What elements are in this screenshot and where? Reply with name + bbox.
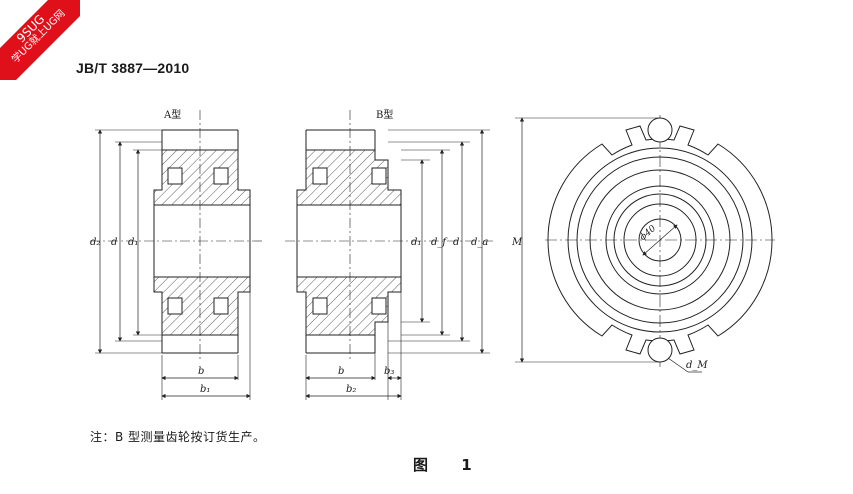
type-b-view: B型 — [285, 108, 495, 400]
figure-caption: 图 1 — [413, 456, 486, 474]
dim-b-b2: b₂ — [346, 384, 356, 395]
type-a-view: A型 — [90, 108, 265, 400]
note-text: 注：B 型测量齿轮按订货生产。 — [90, 430, 266, 444]
dim-b-b: b — [338, 366, 344, 377]
type-b-title: B型 — [376, 108, 393, 121]
dim-b-b3: b₃ — [384, 366, 394, 377]
dim-a-d: d — [111, 237, 117, 248]
dim-b-da: d_a — [471, 237, 488, 248]
dim-b-df: d_f — [431, 237, 448, 248]
dim-b-d1: d₁ — [411, 237, 421, 248]
dim-M: M — [511, 237, 523, 248]
dim-dM: d_M — [686, 360, 708, 371]
dim-b-d: d — [453, 237, 459, 248]
dim-a-b1: b₁ — [200, 384, 210, 395]
standard-code: JB/T 3887—2010 — [76, 60, 190, 76]
dim-a-d1: d₁ — [128, 237, 138, 248]
type-a-title: A型 — [163, 108, 181, 121]
dim-a-b: b — [198, 366, 204, 377]
side-view: ϕ40 M d_M — [511, 115, 775, 373]
dim-a-d2: d₂ — [90, 237, 100, 248]
